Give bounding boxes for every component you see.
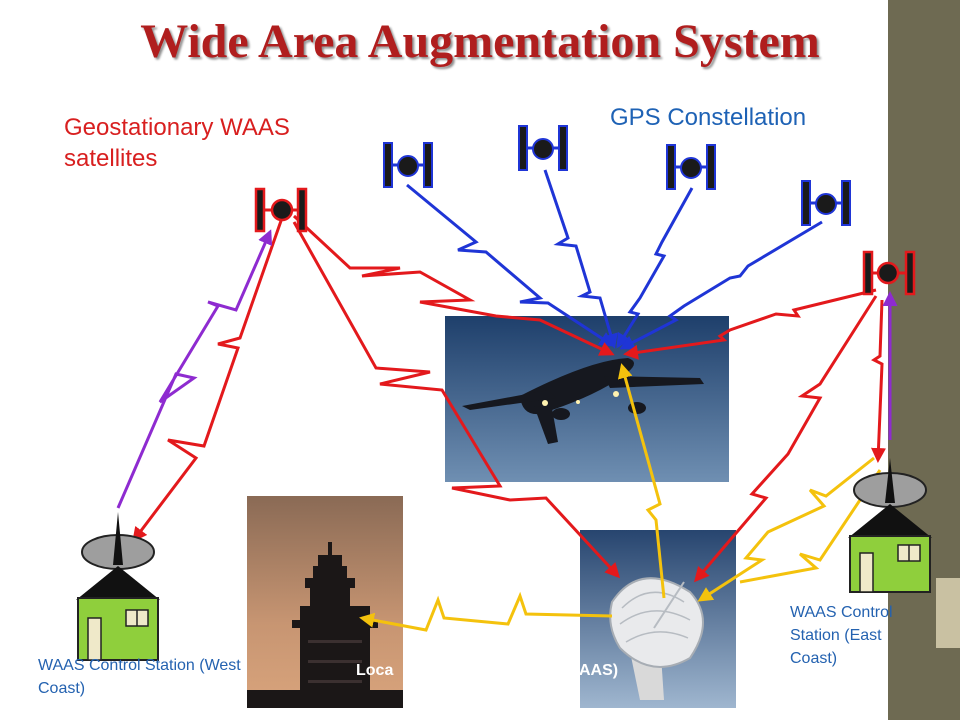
gps-satellite-icon (666, 144, 716, 190)
gps-satellite-icon (518, 125, 568, 171)
east-station-label: WAAS Control Station (East Coast) (790, 604, 893, 667)
waas-geostationary-satellite-icon (254, 187, 308, 233)
geo-east-downlink (871, 299, 886, 463)
gps-satellite-icon (801, 180, 851, 226)
local-area-label-right: AAS) (579, 662, 619, 679)
west-station-label: WAAS Control Station (West Coast) (38, 657, 241, 697)
slide-title: Wide Area Augmentation System (140, 15, 820, 68)
geo-east-to-dish-link (694, 295, 878, 583)
geo-west-downlink (132, 217, 284, 543)
gps-link-1 (406, 183, 615, 347)
gps-satellite-icon (383, 142, 433, 188)
local-area-label: Loca AAS) (356, 662, 621, 686)
gps-link-4 (619, 220, 823, 350)
geo-west-to-dish-link (292, 221, 621, 579)
geo-west-to-aircraft-link (292, 214, 615, 356)
decorative-sidebar-tab (936, 578, 960, 648)
control-tower-photo (247, 496, 403, 708)
east-station-to-dish-link-2 (739, 469, 882, 584)
local-area-label-left: Loca (356, 662, 394, 679)
gps-link-3 (616, 187, 694, 349)
dish-to-tower-link (359, 591, 613, 632)
geostationary-satellites-label: Geostationary WAAS satellites (64, 114, 290, 172)
waas-geostationary-satellite-icon (862, 250, 916, 296)
dish-to-aircraft-link (617, 363, 666, 599)
airplane-photo (445, 316, 729, 482)
east-control-station-icon (848, 458, 932, 593)
east-station-to-dish-link (697, 456, 875, 602)
geo-east-to-aircraft-link (623, 288, 877, 360)
dish-antenna-photo (580, 530, 736, 708)
west-station-uplink (116, 229, 273, 509)
gps-link-2 (543, 169, 618, 349)
gps-constellation-label: GPS Constellation (610, 104, 807, 131)
west-control-station-icon (76, 512, 160, 661)
